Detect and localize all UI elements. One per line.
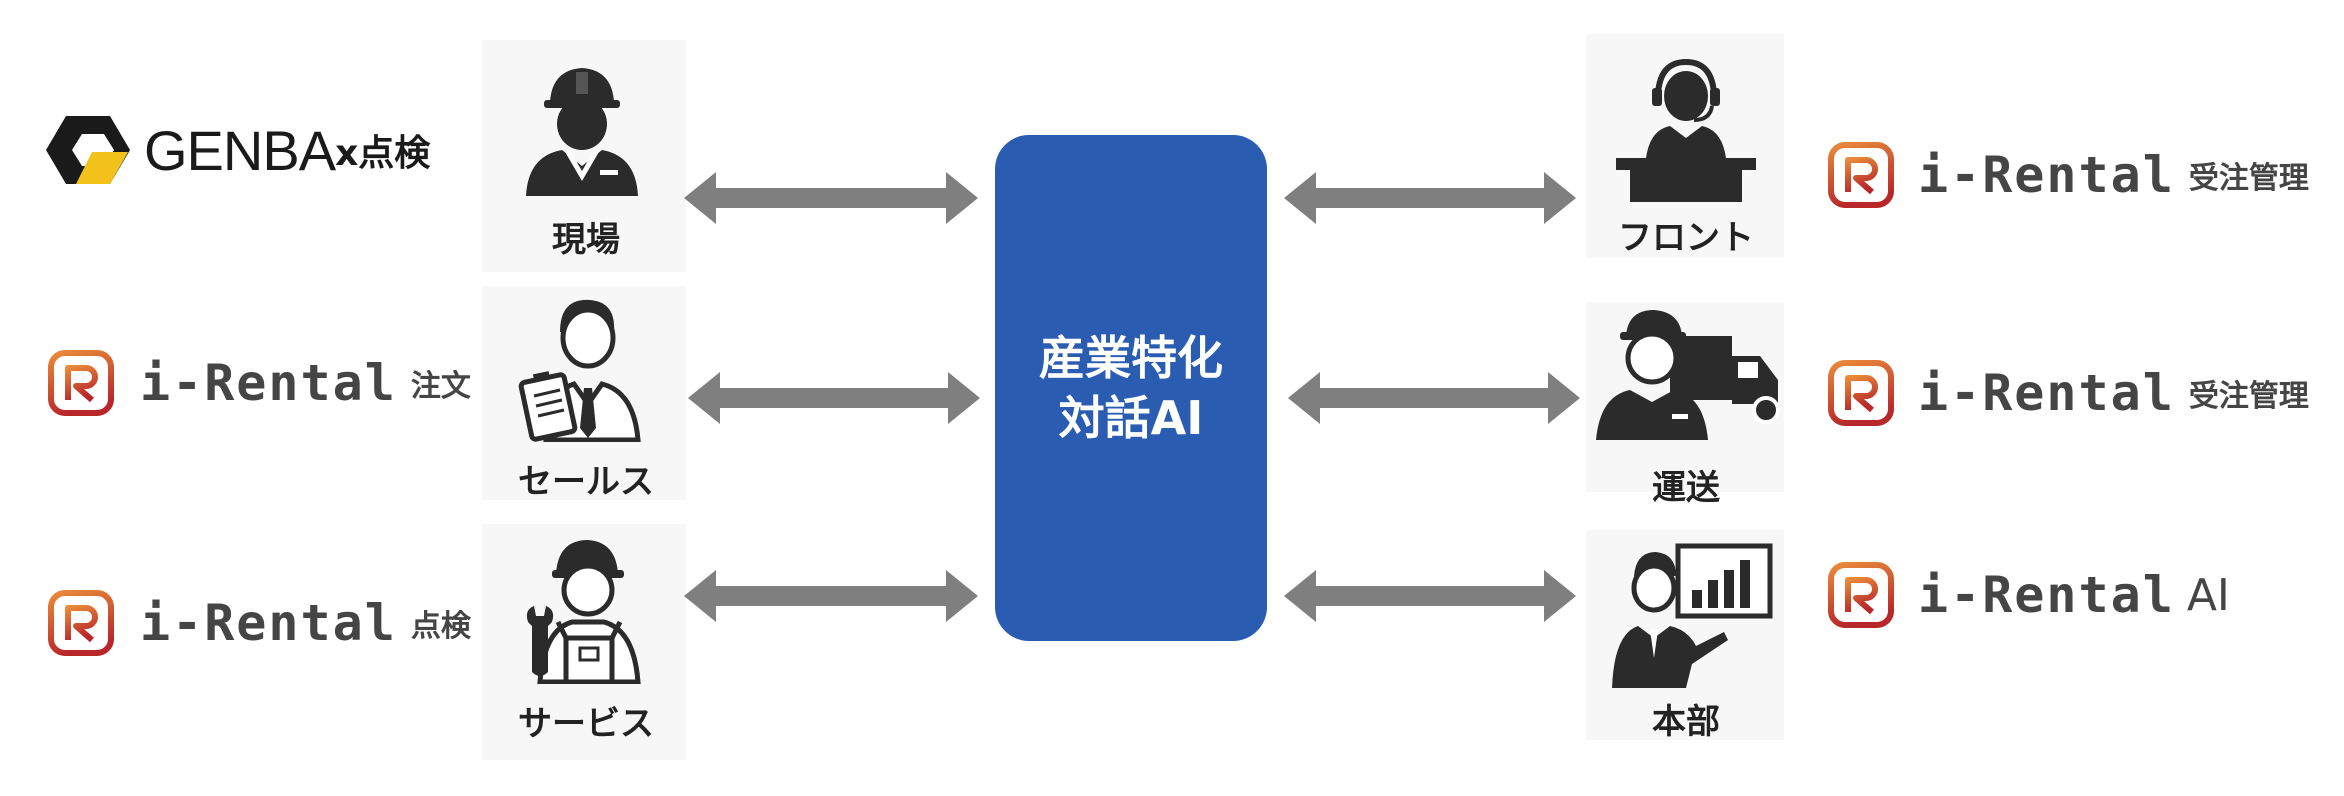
construction-worker-icon (526, 68, 638, 196)
genba-sub: x点検 (335, 133, 431, 174)
arrow-left-2 (688, 372, 980, 424)
i-rental-name: i-Rental (140, 354, 397, 412)
i-rental-logo (48, 590, 114, 656)
i-rental-logo-row-right-1: i-Rental 受注管理 (1828, 142, 2309, 208)
i-rental-logo (1828, 360, 1894, 426)
i-rental-sub: 注文 (410, 369, 471, 404)
genba-hexagon-logo (46, 116, 130, 184)
role-label-service: サービス (518, 704, 654, 744)
industry-ai-box: 産業特化 対話AI (995, 135, 1267, 641)
role-label-genba: 現場 (552, 220, 620, 260)
genba-logo-row: GENBA x点検 (46, 112, 430, 188)
arrow-left-3 (684, 570, 978, 622)
role-label-sales: セールス (518, 462, 654, 502)
i-rental-name: i-Rental (1918, 566, 2175, 624)
i-rental-logo-row-left-3: i-Rental 点検 (48, 590, 471, 656)
i-rental-sub: 点検 (410, 609, 471, 644)
role-label-delivery: 運送 (1652, 468, 1720, 508)
i-rental-name: i-Rental (1918, 364, 2175, 422)
i-rental-name: i-Rental (140, 594, 397, 652)
delivery-truck-driver-icon (1596, 310, 1780, 440)
i-rental-sub: 受注管理 (2188, 379, 2309, 414)
i-rental-logo-row-right-3: i-Rental AI (1828, 562, 2230, 628)
role-label-hq: 本部 (1652, 702, 1720, 742)
i-rental-sub: 受注管理 (2188, 161, 2309, 196)
i-rental-logo (48, 350, 114, 416)
center-title-line1: 産業特化 (1039, 331, 1223, 385)
front-desk-operator-icon (1616, 58, 1756, 202)
headquarters-presenter-icon (1612, 543, 1773, 688)
role-label-front: フロント (1618, 218, 1754, 258)
service-mechanic-icon (526, 540, 641, 684)
i-rental-logo (1828, 142, 1894, 208)
i-rental-logo-row-right-2: i-Rental 受注管理 (1828, 360, 2309, 426)
arrow-right-2 (1288, 372, 1580, 424)
genba-name: GENBA (144, 118, 336, 182)
salesperson-clipboard-icon (518, 299, 641, 442)
arrow-left-1 (684, 172, 978, 224)
arrow-right-1 (1284, 172, 1576, 224)
arrow-right-3 (1284, 570, 1576, 622)
i-rental-logo-row-left-2: i-Rental 注文 (48, 350, 471, 416)
i-rental-name: i-Rental (1918, 146, 2175, 204)
i-rental-sub: AI (2186, 569, 2230, 621)
center-title-line2: 対話AI (1058, 391, 1204, 445)
i-rental-logo (1828, 562, 1894, 628)
